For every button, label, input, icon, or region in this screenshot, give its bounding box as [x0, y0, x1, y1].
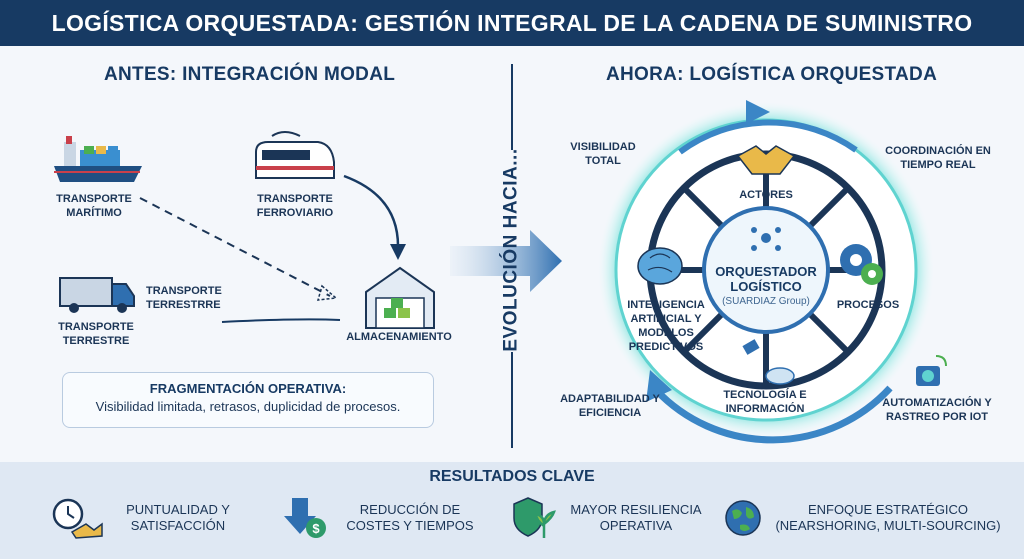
actors-label: ACTORES: [739, 189, 793, 201]
orchestrator-label: ORQUESTADOR LOGÍSTICO (SUARDIAZ Group): [715, 264, 817, 307]
cycle-arrow-bottom: [653, 385, 893, 444]
fragmentation-title: FRAGMENTACIÓN OPERATIVA:: [149, 381, 347, 396]
maritime-label: TRANSPORTE MARÍTIMO: [56, 193, 132, 219]
orchestrator-hub: [702, 206, 830, 334]
cost-reduction-icon: $: [284, 498, 326, 538]
result-item-costs: $ REDUCCIÓN DE COSTES Y TIEMPOS: [282, 494, 482, 542]
handshake-icon: [736, 145, 796, 175]
dashed-arrow: [139, 197, 331, 297]
result-item-punctuality: PUNTUALIDAD Y SATISFACCIÓN: [46, 494, 246, 542]
result-item-strategy: ENFOQUE ESTRATÉGICO (NEARSHORING, MULTI-…: [722, 494, 1012, 542]
truck-icon: [59, 277, 135, 313]
before-diagram: [54, 131, 435, 329]
results-title: RESULTADOS CLAVE: [429, 468, 595, 485]
tech-label: TECNOLOGÍA E INFORMACIÓN: [723, 389, 807, 415]
processes-label: PROCESOS: [836, 299, 900, 311]
clock-handshake-icon: [52, 498, 103, 539]
orchestration-diagram: [598, 100, 947, 444]
gears-icon: [840, 244, 883, 285]
satellite-cloud-icon: [742, 339, 795, 385]
visibility-label: VISIBILIDAD TOTAL: [570, 141, 636, 167]
coordination-label: COORDINACIÓN EN TIEMPO REAL: [885, 145, 991, 171]
network-icon: [751, 227, 781, 251]
shield-plant-icon: [513, 497, 556, 538]
divider-bottom: [511, 352, 513, 448]
road-line: [221, 318, 341, 323]
warehouse-icon: [365, 266, 435, 329]
ship-icon: [54, 136, 142, 182]
cycle-arrow-top: [678, 119, 858, 155]
page-title: LOGÍSTICA ORQUESTADA: GESTIÓN INTEGRAL D…: [0, 0, 1024, 46]
rail-label: TRANSPORTE FERROVIARIO: [256, 193, 334, 219]
brain-icon: [637, 247, 683, 285]
iot-device-icon: [916, 355, 947, 386]
adaptability-label: ADAPTABILIDAD Y EFICIENCIA: [560, 393, 660, 419]
result-item-resilience: MAYOR RESILIENCIA OPERATIVA: [510, 494, 710, 542]
results-panel: [0, 462, 1024, 559]
globe-icon: [725, 500, 761, 536]
svg-text:$: $: [312, 521, 320, 536]
road-label: TRANSPORTE TERRESTRE: [58, 321, 134, 347]
before-title: ANTES: INTEGRACIÓN MODAL: [104, 64, 396, 85]
train-icon: [255, 131, 335, 179]
iot-label: AUTOMATIZACIÓN Y RASTREO POR IoT: [882, 397, 992, 423]
warehouse-label: ALMACENAMIENTO: [346, 331, 452, 343]
road-side-label: TRANSPORTE TERRESTRRE: [146, 285, 222, 311]
ai-label: INTELIGENCIA ARTIFICIAL Y MODELOS PREDIC…: [627, 299, 705, 353]
evolution-arrow: [450, 230, 562, 292]
divider-top: [511, 64, 513, 150]
evolution-label: EVOLUCIÓN HACIA...: [501, 148, 523, 352]
fragmentation-box: FRAGMENTACIÓN OPERATIVA: Visibilidad lim…: [62, 372, 434, 428]
rail-arrow: [343, 174, 400, 247]
fragmentation-desc: Visibilidad limitada, retrasos, duplicid…: [95, 399, 401, 414]
now-title: AHORA: LOGÍSTICA ORQUESTADA: [606, 64, 938, 85]
